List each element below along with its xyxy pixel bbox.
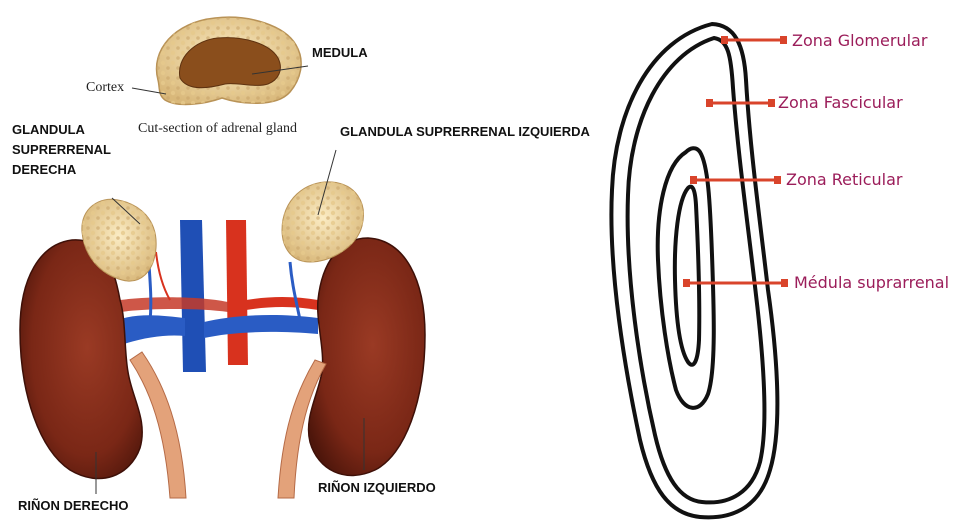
left-kidney-label: RIÑON IZQUIERDO [318,480,436,495]
adrenal-cross-section [132,17,308,104]
medula-label: MEDULA [312,45,368,60]
zone-reticular-label: Zona Reticular [786,170,903,189]
right-gland-label-line2: SUPRERRENAL [12,142,111,157]
anatomy-illustration: MEDULA Cortex Cut-section of adrenal gla… [12,17,591,513]
vena-cava [180,220,206,372]
zone-fascicular-label: Zona Fascicular [778,93,903,112]
fascicular-outline [628,38,765,502]
right-kidney-label: RIÑON DERECHO [18,498,129,513]
renal-artery-right [120,297,228,312]
cortex-label: Cortex [86,80,124,95]
reticular-outline [658,148,714,408]
zone-glomerular-label: Zona Glomerular [792,31,928,50]
aorta [226,220,248,365]
zone-schematic [611,24,777,517]
right-gland-label-line1: GLANDULA [12,122,86,137]
renal-artery-left [246,297,318,310]
medula-suprarrenal-label: Médula suprarrenal [794,273,949,292]
cross-section-caption: Cut-section of adrenal gland [138,121,297,136]
right-gland-label-line3: DERECHA [12,162,77,177]
left-kidney [278,238,425,498]
medulla-outline [675,187,699,365]
left-gland-label: GLANDULA SUPRERRENAL IZQUIERDA [340,124,591,139]
